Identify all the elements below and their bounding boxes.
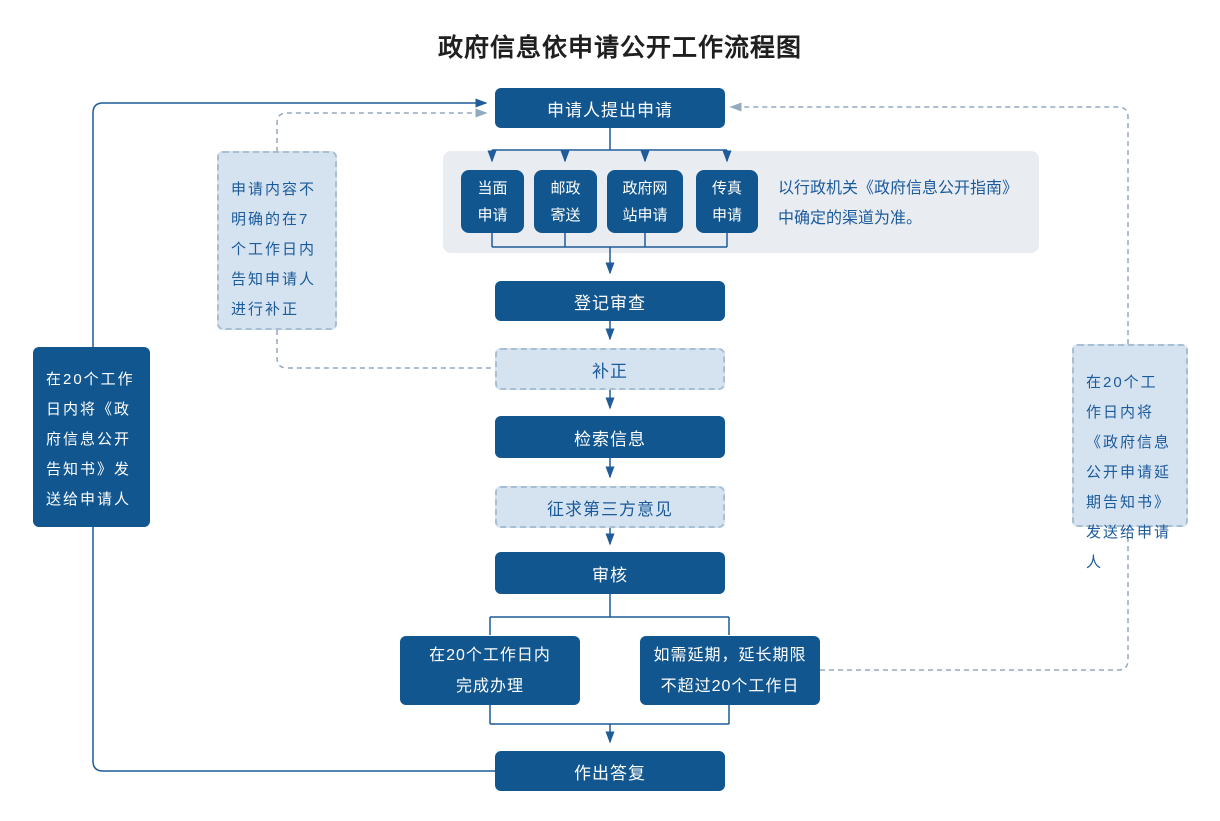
channels-annotation: 以行政机关《政府信息公开指南》 中确定的渠道为准。 xyxy=(778,174,1038,234)
note-disclosure-notice: 在20个工作日内将《政府信息公开告知书》发送给申请人 xyxy=(33,347,150,527)
annotation-line: 中确定的渠道为准。 xyxy=(778,210,923,227)
node-correction: 补正 xyxy=(495,348,725,390)
node-reply: 作出答复 xyxy=(495,751,725,791)
node-channel-in-person: 当面申请 xyxy=(461,170,524,233)
note-extension-notice: 在20个工作日内将《政府信息公开申请延期告知书》 发送给申请人 xyxy=(1072,344,1188,571)
channel-label: 邮政寄送 xyxy=(550,179,581,224)
node-channel-website: 政府网站申请 xyxy=(607,170,683,233)
node-third-party-opinion: 征求第三方意见 xyxy=(495,486,725,528)
node-retrieve-info: 检索信息 xyxy=(495,416,725,458)
node-line: 不超过20个工作日 xyxy=(660,677,800,695)
note-correction-notice: 申请内容不明确的在7个工作日内告知申请人进行补正 xyxy=(217,151,337,330)
node-apply: 申请人提出申请 xyxy=(495,88,725,128)
node-line: 如需延期，延长期限 xyxy=(653,646,807,664)
channel-label: 传真申请 xyxy=(712,179,743,224)
node-extension: 如需延期，延长期限 不超过20个工作日 xyxy=(640,636,820,705)
channel-label: 当面申请 xyxy=(477,179,508,224)
page-title: 政府信息依申请公开工作流程图 xyxy=(437,34,802,62)
annotation-line: 以行政机关《政府信息公开指南》 xyxy=(778,180,1019,197)
node-line: 在20个工作日内 xyxy=(429,646,551,664)
node-channel-fax: 传真申请 xyxy=(696,170,758,233)
node-register-review: 登记审查 xyxy=(495,281,725,321)
node-review: 审核 xyxy=(495,552,725,594)
node-line: 完成办理 xyxy=(455,677,524,695)
node-channel-postal: 邮政寄送 xyxy=(534,170,597,233)
node-complete-within-20-days: 在20个工作日内 完成办理 xyxy=(400,636,580,705)
channel-label: 政府网站申请 xyxy=(622,179,668,224)
